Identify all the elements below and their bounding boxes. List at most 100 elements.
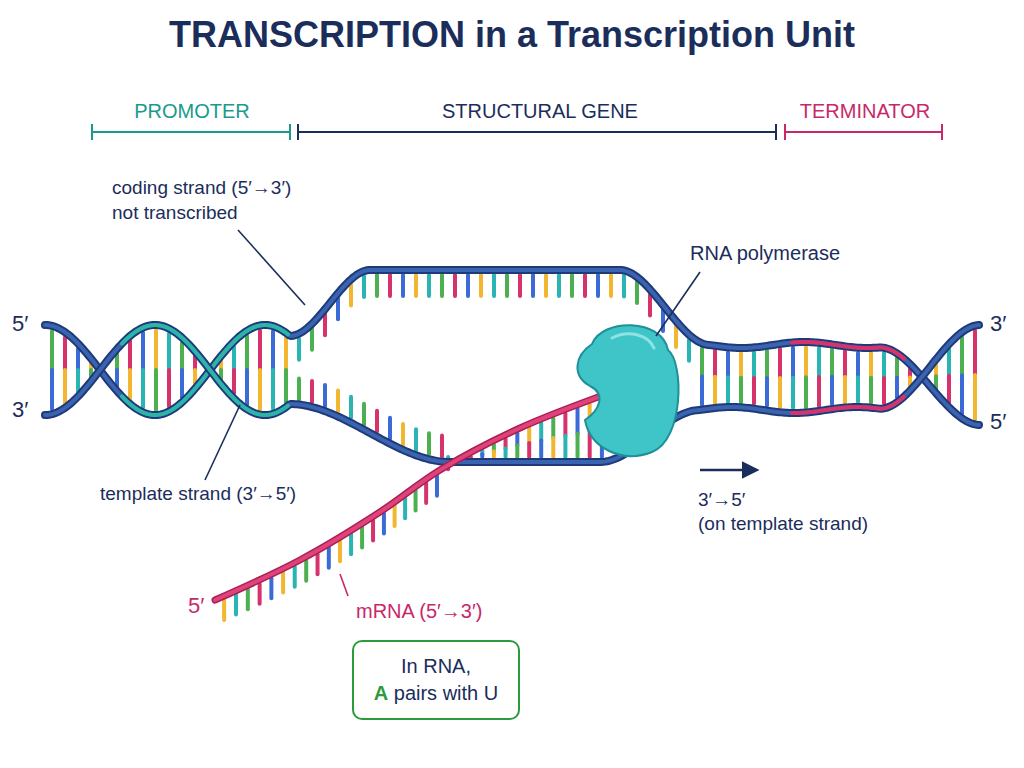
base-tick — [269, 578, 273, 598]
base-tick — [869, 353, 873, 378]
note-text: A pairs with U — [374, 680, 498, 707]
base-tick — [297, 339, 301, 360]
base-tick — [167, 334, 171, 370]
base-tick — [246, 589, 250, 609]
base-tick — [817, 348, 821, 377]
leader-line — [205, 405, 240, 480]
base-tick — [700, 348, 704, 376]
dna-strand — [45, 270, 979, 425]
base-tick — [830, 377, 834, 404]
strand-label: coding strand (5′→3′) not transcribed — [112, 176, 304, 225]
polymerase-shine — [612, 334, 654, 348]
base-tick — [424, 483, 428, 503]
base-tick — [856, 353, 860, 378]
base-tick — [50, 370, 54, 409]
base-tick — [414, 429, 418, 450]
base-tick — [466, 275, 470, 296]
diagram-title: TRANSCRIPTION in a Transcription Unit — [0, 14, 1024, 56]
base-tick — [539, 440, 543, 457]
end-label: 5′ — [12, 310, 52, 339]
base-tick — [765, 378, 769, 405]
base-tick — [765, 351, 769, 378]
base-tick — [128, 370, 132, 399]
base-tick — [479, 275, 483, 296]
base-tick — [830, 349, 834, 376]
base-tick — [401, 424, 405, 445]
section-label: PROMOTER — [42, 98, 342, 124]
base-tick — [297, 379, 301, 400]
base-tick — [687, 340, 691, 361]
base-tick — [492, 451, 496, 457]
base-tick — [527, 428, 531, 443]
base-tick — [648, 294, 652, 315]
base-tick — [713, 351, 717, 377]
base-tick — [713, 377, 717, 403]
base-tick — [635, 282, 639, 303]
base-tick — [739, 378, 743, 403]
base-tick — [843, 351, 847, 377]
leader-line — [340, 574, 348, 596]
base-tick — [180, 370, 184, 397]
note-box: In RNA,A pairs with U — [352, 640, 520, 720]
base-ticks — [52, 275, 975, 620]
section-label: TERMINATOR — [715, 98, 1015, 124]
dna-helix — [45, 270, 979, 620]
direction-label: 3′→5′ — [698, 488, 818, 513]
base-tick — [576, 409, 580, 434]
base-tick — [414, 491, 418, 511]
base-tick — [310, 329, 314, 350]
base-tick — [973, 375, 977, 419]
base-tick — [154, 330, 158, 370]
base-tick — [281, 573, 285, 593]
base-tick — [167, 370, 171, 406]
base-tick — [327, 548, 331, 568]
enzyme-label: RNA polymerase — [690, 240, 890, 266]
base-tick — [596, 275, 600, 296]
base-tick — [882, 378, 886, 403]
base-tick — [310, 381, 314, 402]
base-tick — [551, 418, 555, 438]
base-tick — [752, 352, 756, 378]
base-tick — [791, 378, 795, 408]
dna-strand-highlight — [45, 325, 979, 462]
base-tick — [609, 275, 613, 296]
base-tick — [76, 370, 80, 391]
leader-lines — [205, 230, 700, 596]
base-tick — [154, 370, 158, 410]
terminator-region — [792, 342, 904, 359]
end-label: 3′ — [990, 310, 1024, 339]
base-tick — [726, 377, 730, 402]
promoter-region — [122, 325, 288, 415]
strand-label: template strand (3′→5′) — [100, 482, 340, 507]
base-tick — [804, 377, 808, 407]
base-tick — [856, 377, 860, 402]
base-tick — [403, 498, 407, 518]
base-tick — [234, 595, 238, 615]
base-tick — [453, 275, 457, 296]
base-tick — [336, 298, 340, 319]
base-tick — [258, 584, 262, 604]
base-tick — [843, 377, 847, 403]
base-tick — [505, 275, 509, 296]
base-tick — [271, 370, 275, 409]
base-tick — [947, 349, 951, 376]
base-tick — [527, 443, 531, 457]
base-tick — [557, 275, 561, 296]
base-tick — [583, 275, 587, 296]
base-tick — [622, 275, 626, 296]
section-label: STRUCTURAL GENE — [390, 98, 690, 124]
base-tick — [869, 378, 873, 403]
dna-strand — [45, 325, 979, 462]
base-tick — [284, 370, 288, 402]
end-label: 5′ — [990, 408, 1024, 437]
base-tick — [674, 326, 678, 347]
base-tick — [316, 554, 320, 574]
direction-label: (on template strand) — [698, 512, 918, 537]
base-tick — [258, 370, 262, 410]
section-brackets — [92, 124, 942, 140]
base-tick — [504, 448, 508, 457]
base-tick — [518, 275, 522, 296]
base-tick — [531, 275, 535, 296]
base-tick — [791, 347, 795, 377]
base-tick — [563, 413, 567, 435]
